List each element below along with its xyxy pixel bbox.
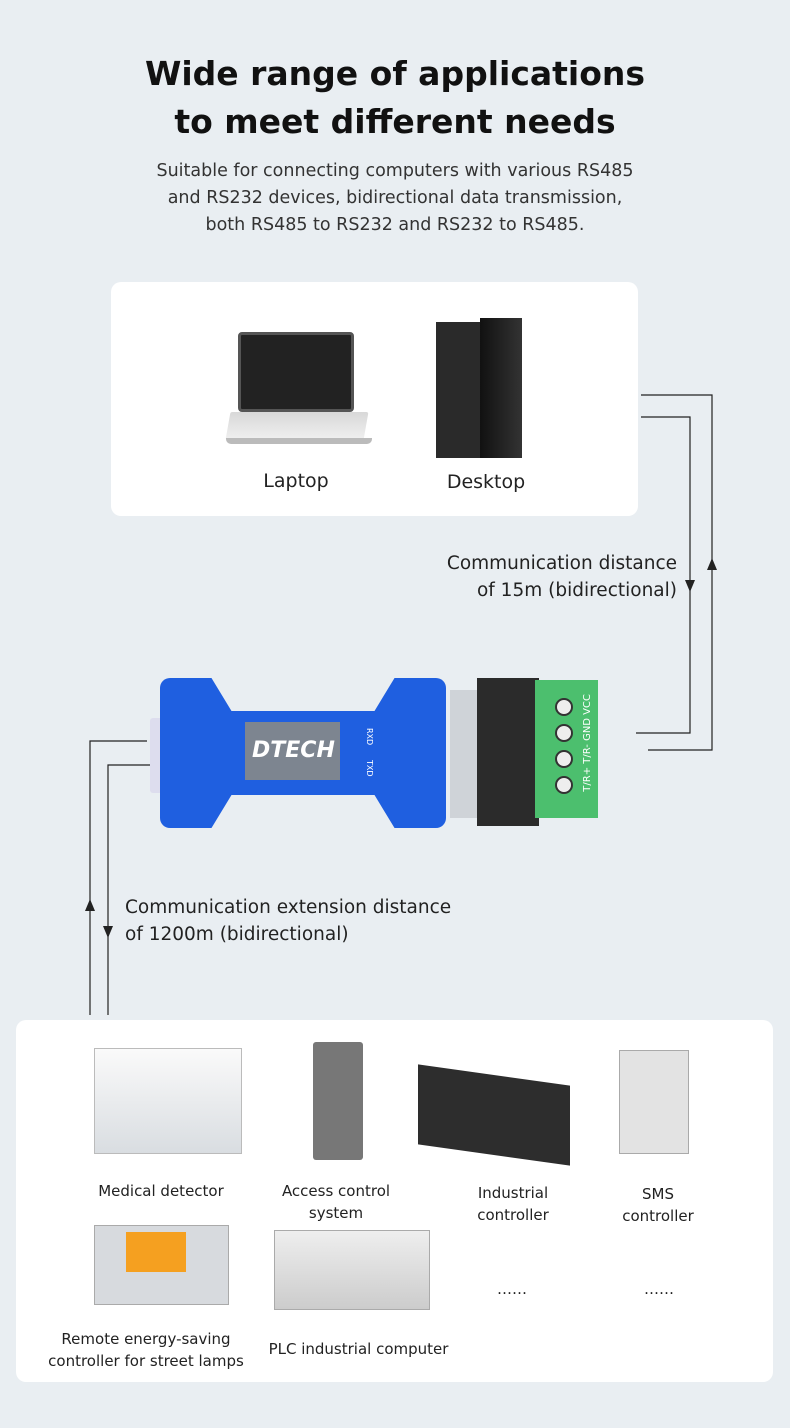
title-line-2: to meet different needs: [174, 102, 616, 141]
terminal-screws: [555, 698, 577, 794]
subtitle-line: both RS485 to RS232 and RS232 to RS485.: [205, 215, 585, 235]
arrow-down-icon: [685, 580, 695, 592]
subtitle: Suitable for connecting computers with v…: [0, 158, 790, 239]
note-line: Communication extension distance: [125, 897, 452, 918]
laptop-label: Laptop: [263, 470, 329, 492]
more-devices-ellipsis: ……: [644, 1280, 674, 1298]
subtitle-line: and RS232 devices, bidirectional data tr…: [167, 188, 623, 208]
arrow-up-icon: [707, 558, 717, 570]
plc-computer-image: [274, 1230, 430, 1310]
terminal-labels: T/R+ T/R- GND VCC: [582, 694, 593, 792]
long-distance-note: Communication extension distance of 1200…: [125, 894, 451, 948]
rs485-rs232-adapter: DTECH RXD TXD T/R+ T/R- GND VCC: [150, 670, 600, 835]
medical-detector-image: [94, 1048, 242, 1154]
arrow-up-icon: [85, 899, 95, 911]
note-line: of 1200m (bidirectional): [125, 924, 349, 945]
subtitle-line: Suitable for connecting computers with v…: [156, 161, 634, 181]
device-label: PLC industrial computer: [268, 1340, 449, 1358]
computers-card: Laptop Desktop: [111, 282, 638, 516]
desktop-tower-icon: [436, 318, 526, 458]
sms-controller-image: [619, 1050, 689, 1154]
more-devices-ellipsis: ……: [497, 1280, 527, 1298]
access-control-image: [313, 1042, 363, 1160]
brand-logo: DTECH: [252, 738, 335, 763]
arrow-down-icon: [103, 926, 113, 938]
short-distance-note: Communication distance of 15m (bidirecti…: [447, 550, 677, 604]
laptop-icon: [225, 332, 372, 448]
desktop-label: Desktop: [446, 471, 526, 493]
page-title: Wide range of applications to meet differ…: [0, 50, 790, 146]
device-label: Medical detector: [98, 1182, 224, 1200]
txd-label: TXD: [365, 760, 374, 777]
note-line: Communication distance: [446, 553, 677, 574]
note-line: of 15m (bidirectional): [476, 580, 677, 601]
title-line-1: Wide range of applications: [144, 54, 646, 93]
rxd-label: RXD: [365, 728, 374, 746]
industrial-controller-image: [418, 1064, 570, 1166]
